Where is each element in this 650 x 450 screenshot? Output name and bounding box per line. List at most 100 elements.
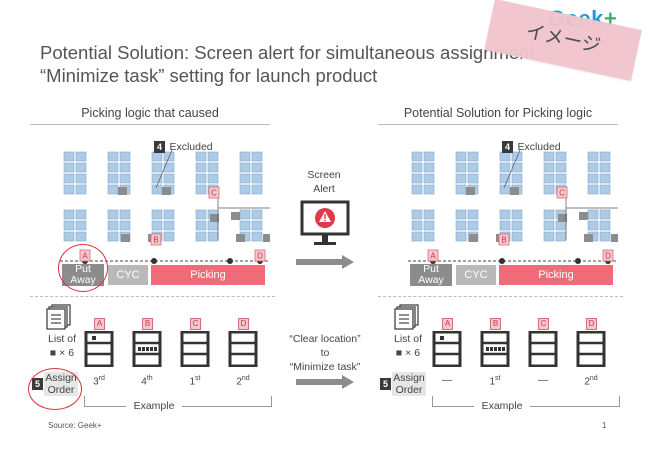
- left-shelf-cell: [107, 151, 119, 162]
- left-shelf-cell: [63, 151, 75, 162]
- left-tag-c: [208, 186, 220, 199]
- left-order-rank: 2nd: [236, 375, 250, 388]
- right-shelf-cell: [467, 173, 479, 184]
- right-zone-put-away: Put Away: [410, 264, 452, 286]
- right-shelf-cell: [411, 173, 423, 184]
- right-shelf-cell: [599, 162, 611, 173]
- arrow-text-line-3: “Minimize task”: [289, 361, 361, 373]
- left-shelf-cell: [195, 151, 207, 162]
- left-shelf-icon: [180, 331, 210, 367]
- left-order-rank-suffix: nd: [241, 375, 250, 382]
- left-section-title: Picking logic that caused: [81, 106, 219, 120]
- right-pod: [510, 187, 519, 195]
- right-zone-picking: Picking: [499, 265, 613, 285]
- left-order-tag-b: B: [142, 318, 153, 330]
- left-shelf-cell: [151, 162, 163, 173]
- left-pod: [236, 234, 245, 242]
- right-shelf-icon: [528, 331, 558, 367]
- right-shelf-cell: [511, 209, 523, 220]
- right-robot-icon: [499, 258, 505, 264]
- right-title-underline: [378, 124, 618, 125]
- left-pod: [121, 234, 130, 242]
- right-pod: [558, 214, 567, 222]
- left-shelf-cell: [251, 151, 263, 162]
- page-number: 1: [602, 421, 607, 430]
- right-shelf-cell: [411, 209, 423, 220]
- right-shelf-cell: [511, 162, 523, 173]
- left-list-count: ■ × 6: [49, 347, 75, 359]
- left-shelf-cell: [163, 173, 175, 184]
- left-shelf-icon: [132, 331, 162, 367]
- left-put-away-highlight: [58, 244, 108, 292]
- right-pod: [611, 234, 618, 242]
- left-order-rank-suffix: rd: [98, 375, 105, 382]
- left-shelf-cell: [75, 220, 87, 231]
- left-order-rank-suffix: st: [195, 375, 201, 382]
- right-excluded-callout: 4 Excluded: [502, 137, 561, 155]
- left-shelf-cell: [195, 220, 207, 231]
- right-shelf-cell: [499, 209, 511, 220]
- right-assign-label: Assign Order: [392, 372, 426, 396]
- right-tag-d: [602, 249, 614, 262]
- right-order-tag-d: D: [586, 318, 597, 330]
- left-shelf-icon: [84, 331, 114, 367]
- right-shelf-cell: [455, 151, 467, 162]
- left-shelf-cell: [107, 209, 119, 220]
- left-shelf-cell: [63, 162, 75, 173]
- arrow-text-line-1: “Clear location”: [289, 333, 361, 345]
- right-pod: [579, 212, 588, 220]
- left-shelf-cell: [207, 220, 219, 231]
- left-zone-cyc: CYC: [108, 265, 148, 285]
- left-shelf-cell: [251, 231, 263, 242]
- left-shelf-cell: [75, 173, 87, 184]
- left-shelf-cell: [163, 209, 175, 220]
- right-shelf-cell: [455, 231, 467, 242]
- left-shelf-cell: [239, 184, 251, 195]
- left-tag-b: [150, 233, 162, 246]
- right-shelf-cell: [467, 162, 479, 173]
- source-note: Source: Geek+: [48, 421, 102, 430]
- left-excluded-pointer: [155, 149, 173, 189]
- left-shelf-cell: [251, 173, 263, 184]
- right-shelf-cell: [587, 162, 599, 173]
- right-shelf-cell: [599, 184, 611, 195]
- right-shelf-icon: [432, 331, 462, 367]
- left-shelf-cell: [239, 173, 251, 184]
- left-title-underline: [30, 124, 270, 125]
- left-tag-d-label: D: [257, 252, 263, 261]
- left-assign-highlight: [28, 368, 82, 410]
- left-shelf-cell: [119, 220, 131, 231]
- left-shelf-cell: [239, 162, 251, 173]
- right-shelf-cell: [587, 220, 599, 231]
- right-pod: [466, 187, 475, 195]
- right-shelf-cell: [511, 173, 523, 184]
- left-shelf-cell: [119, 151, 131, 162]
- left-shelf-cell: [63, 173, 75, 184]
- left-tag-d: [254, 249, 266, 262]
- left-shelf-cell: [207, 173, 219, 184]
- right-shelf-cell: [455, 184, 467, 195]
- clear-to-minimize-text: “Clear location” to “Minimize task”: [280, 332, 370, 374]
- right-shelf-cell: [467, 151, 479, 162]
- left-shelf-cell: [195, 184, 207, 195]
- left-list-label: List of: [47, 333, 76, 345]
- right-excluded-label: Excluded: [517, 141, 561, 153]
- left-shelf-cell: [195, 162, 207, 173]
- right-shelf-cell: [467, 220, 479, 231]
- right-order-tag-b: B: [490, 318, 501, 330]
- right-shelf-cell: [587, 184, 599, 195]
- right-shelf-cell: [455, 173, 467, 184]
- right-example-label: Example: [474, 400, 530, 412]
- left-shelf-cell: [107, 220, 119, 231]
- left-order-rank: 1st: [189, 375, 201, 388]
- right-dashed-separator: [378, 296, 623, 297]
- right-shelf-cell: [455, 220, 467, 231]
- title-line-2: “Minimize task” setting for launch produ…: [40, 65, 378, 86]
- left-shelf-cell: [207, 151, 219, 162]
- left-tag-c-label: C: [211, 189, 217, 198]
- right-shelf-cell: [599, 209, 611, 220]
- left-order-tag-d: D: [238, 318, 249, 330]
- left-shelf-cell: [63, 220, 75, 231]
- right-assign-badge: 5: [380, 378, 391, 390]
